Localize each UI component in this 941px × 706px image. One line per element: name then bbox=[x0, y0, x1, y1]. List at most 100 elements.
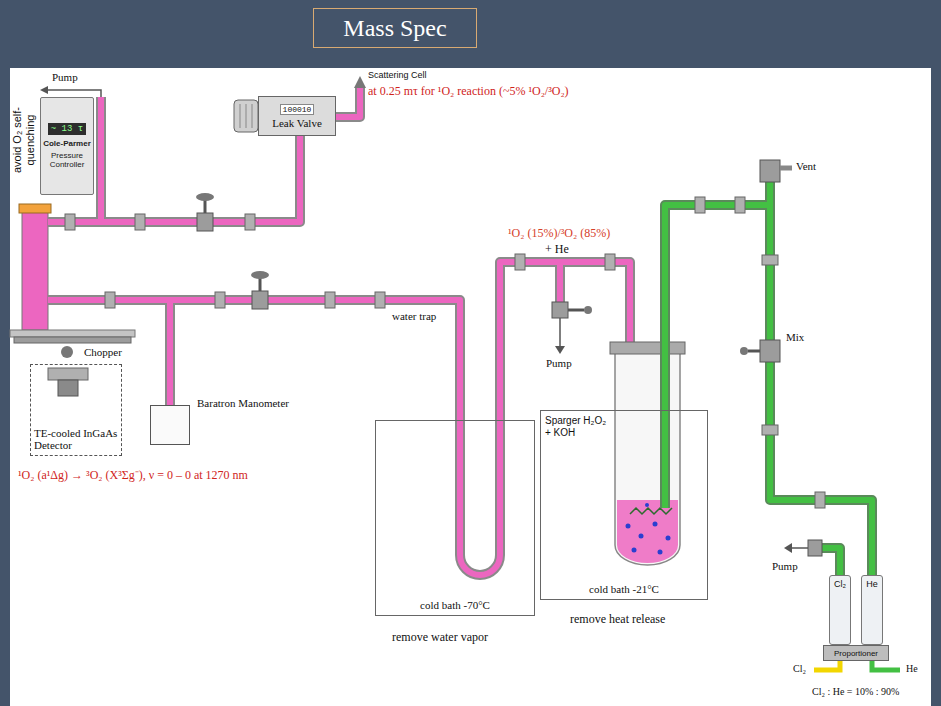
valves bbox=[808, 540, 822, 556]
tube-fittings bbox=[735, 197, 745, 213]
flowmeter-tube: He bbox=[861, 575, 883, 645]
valves bbox=[584, 306, 592, 314]
tube-fittings bbox=[105, 292, 115, 308]
pink-tube bbox=[167, 300, 173, 405]
cold-bath: Sparger H₂O₂ + KOH cold bath -21°C bbox=[540, 410, 708, 600]
valve-display: 100010 bbox=[280, 104, 315, 115]
pink-tube-outline bbox=[336, 88, 360, 117]
sparger-vessel bbox=[653, 522, 658, 527]
gas-label: He bbox=[906, 663, 918, 675]
valves bbox=[552, 302, 568, 318]
detector-mount bbox=[48, 368, 88, 380]
tube-fittings bbox=[762, 425, 778, 435]
valves bbox=[196, 160, 822, 556]
pressure-controller: ~ 13 τCole-ParmerPressure Controller bbox=[40, 97, 94, 195]
pink-tube bbox=[48, 262, 630, 575]
tube-fittings bbox=[135, 214, 145, 230]
pump-outlet bbox=[48, 90, 101, 97]
part-label: Mix bbox=[786, 331, 804, 344]
feed-lines bbox=[814, 661, 840, 670]
valves bbox=[252, 291, 268, 309]
tube-fittings bbox=[245, 214, 255, 230]
pink-tube bbox=[48, 88, 630, 575]
sparger-vessel bbox=[639, 534, 644, 539]
pink-tube-outline bbox=[555, 262, 565, 302]
part-label: Vent bbox=[796, 160, 816, 173]
emission-cell bbox=[19, 204, 51, 330]
emission-cell bbox=[19, 204, 51, 213]
valves bbox=[780, 166, 792, 171]
feed-lines bbox=[872, 661, 900, 670]
title-text: Mass Spec bbox=[343, 15, 446, 42]
sparger-vessel bbox=[615, 352, 680, 565]
green-tube bbox=[822, 548, 840, 575]
gas-label: Cl₂ bbox=[834, 579, 846, 589]
leak-valve-motor bbox=[234, 100, 258, 132]
green-tube bbox=[770, 182, 872, 575]
leak-valve-motor bbox=[240, 104, 241, 128]
sparger-vessel bbox=[610, 342, 685, 565]
device-label: TE-cooled InGaAs Detector bbox=[34, 427, 118, 452]
sparger-vessel bbox=[645, 503, 649, 507]
sparger-vessel bbox=[632, 548, 637, 553]
valves bbox=[760, 160, 780, 182]
valves bbox=[259, 278, 262, 291]
green-tube-outline bbox=[665, 182, 872, 575]
valves bbox=[740, 347, 748, 355]
tube-fittings bbox=[605, 254, 615, 270]
sparger-label: Sparger H₂O₂ + KOH bbox=[545, 415, 609, 438]
pink-tube-outline bbox=[48, 88, 630, 575]
valves bbox=[792, 547, 808, 549]
pump-label: Pump bbox=[772, 560, 798, 573]
device-label: Pressure Controller bbox=[43, 152, 91, 170]
detector-mount bbox=[10, 330, 135, 396]
tube-fittings bbox=[695, 197, 705, 213]
green-tube bbox=[665, 205, 770, 508]
valves bbox=[748, 350, 760, 353]
valves bbox=[197, 213, 213, 231]
tube-fittings bbox=[515, 254, 525, 270]
cold-bath: cold bath -70°C bbox=[375, 420, 535, 616]
pink-tube-outline bbox=[48, 262, 630, 575]
device-label: Baratron Manometer bbox=[197, 397, 289, 409]
note-text: avoid O₂ self-quenching bbox=[11, 100, 37, 180]
white-panel bbox=[10, 68, 931, 706]
transition-label: ¹O₂ (a¹Δg) → ³O₂ (X³Σg⁻), ν = 0 – 0 at 1… bbox=[18, 468, 248, 482]
pink-tube-outline bbox=[96, 97, 106, 222]
tube-fittings bbox=[815, 492, 825, 508]
green-tube-outline bbox=[665, 205, 770, 508]
valves bbox=[251, 271, 269, 279]
pink-tube bbox=[336, 88, 360, 117]
detector-mount bbox=[10, 330, 135, 337]
ratio-label: Cl₂ : He = 10% : 90% bbox=[812, 686, 899, 698]
pump-label: Pump bbox=[52, 71, 78, 84]
pink-tube bbox=[98, 97, 104, 222]
part-label: water trap bbox=[392, 310, 436, 323]
flowmeter-tube: Cl₂ bbox=[829, 575, 851, 645]
note-text: remove water vapor bbox=[392, 630, 488, 644]
valves bbox=[784, 543, 792, 553]
detector-mount bbox=[61, 346, 73, 358]
valves bbox=[568, 309, 584, 312]
condition-note: at 0.25 mτ for ¹O₂ reaction (~5% ¹O₂/³O₂… bbox=[368, 84, 569, 98]
leak-valve-motor bbox=[252, 104, 253, 128]
proportioner-base: Proportioner bbox=[823, 645, 889, 661]
tube-fittings bbox=[762, 255, 778, 265]
tube-fittings bbox=[375, 292, 385, 308]
sparger-vessel bbox=[610, 342, 685, 354]
leak-valve-motor bbox=[354, 76, 366, 88]
bath-label: cold bath -70°C bbox=[420, 599, 490, 611]
gas-mixture-label: ¹O₂ (15%)/³O₂ (85%) bbox=[508, 226, 610, 240]
bath-label: cold bath -21°C bbox=[589, 583, 659, 595]
note-text: remove heat release bbox=[570, 612, 665, 626]
gas-label: Cl₂ bbox=[793, 663, 806, 675]
valves bbox=[559, 318, 561, 346]
green-tube bbox=[665, 182, 872, 575]
valves bbox=[555, 346, 565, 354]
brand-name: Cole-Parmer bbox=[43, 139, 91, 148]
valves bbox=[760, 340, 780, 362]
pump-outlet bbox=[40, 86, 101, 97]
sparger-vessel bbox=[626, 524, 631, 529]
title-box: Mass Spec bbox=[313, 8, 477, 48]
